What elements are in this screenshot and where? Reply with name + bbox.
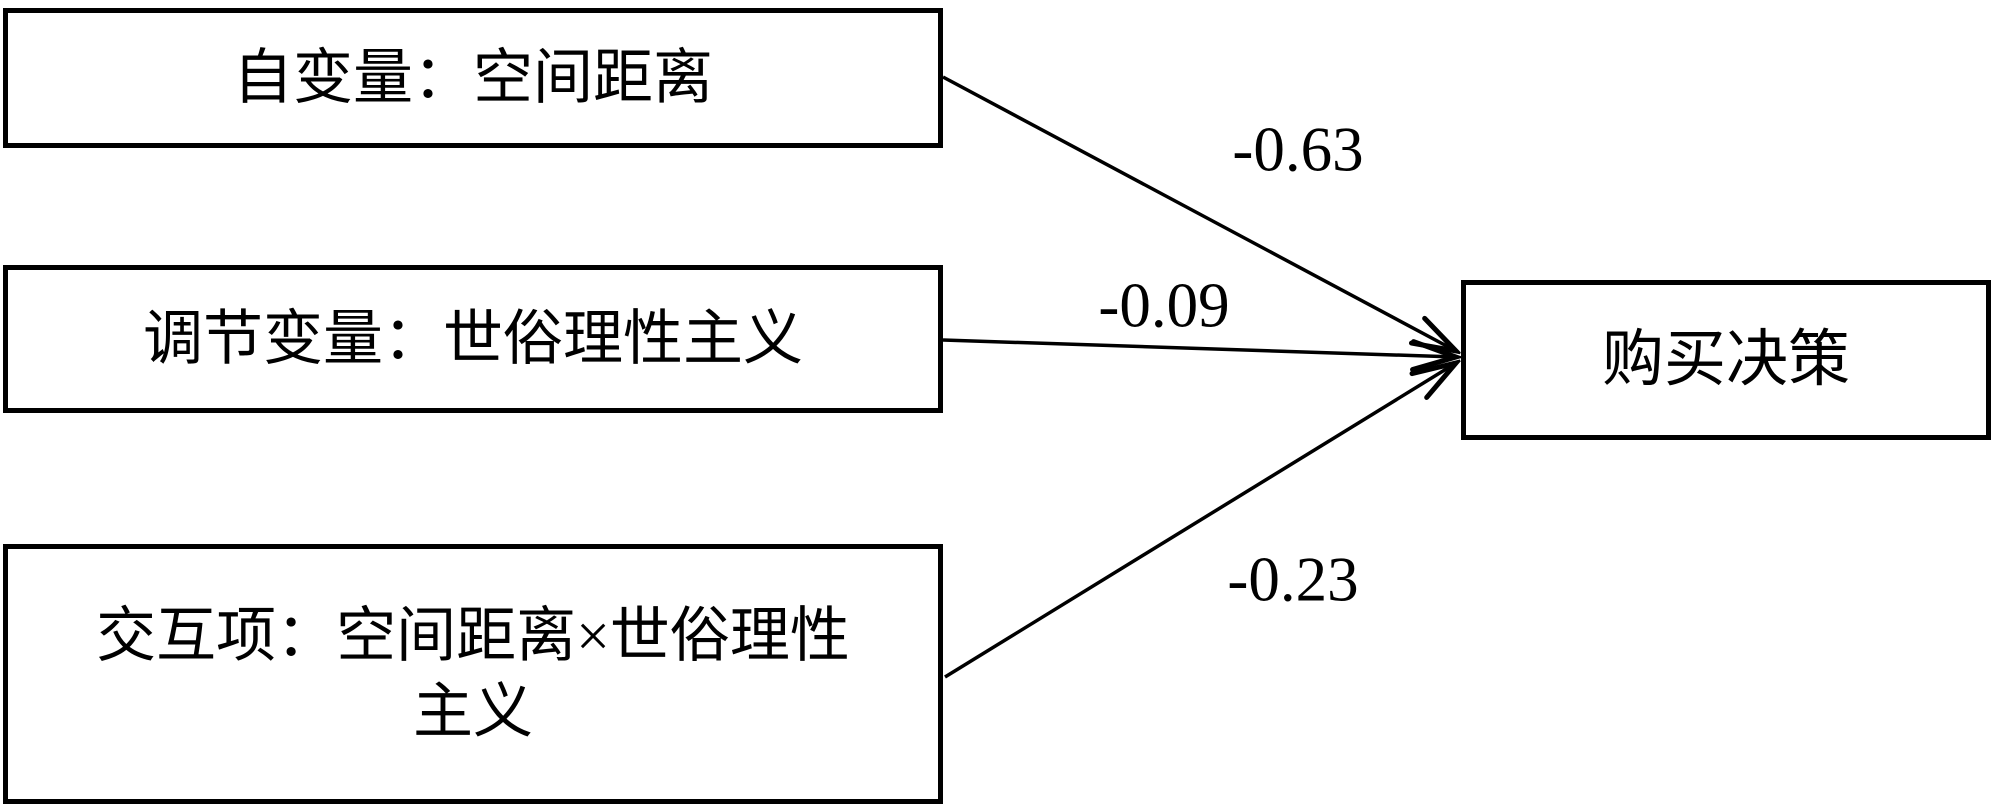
coefficient-label-independent: -0.63	[1232, 114, 1364, 185]
arrow-independent-to-outcome	[942, 75, 1456, 351]
box-moderator-variable: 调节变量：世俗理性主义	[3, 265, 943, 413]
box-outcome-variable: 购买决策	[1461, 280, 1991, 440]
box-interaction-term-label-line2: 主义	[413, 679, 533, 745]
arrow-interaction-to-outcome	[944, 363, 1456, 679]
box-independent-variable: 自变量：空间距离	[3, 8, 943, 148]
box-independent-variable-label: 自变量：空间距离	[233, 45, 713, 111]
box-outcome-variable-label: 购买决策	[1601, 326, 1850, 394]
arrow-moderator-to-outcome	[942, 338, 1456, 357]
coefficient-label-moderator: -0.09	[1098, 270, 1230, 341]
box-moderator-variable-label: 调节变量：世俗理性主义	[143, 306, 803, 372]
box-interaction-term-label-line1: 交互项：空间距离×世俗理性	[96, 603, 850, 669]
coefficient-label-interaction: -0.23	[1227, 544, 1359, 615]
box-interaction-term: 交互项：空间距离×世俗理性 主义	[3, 544, 943, 804]
